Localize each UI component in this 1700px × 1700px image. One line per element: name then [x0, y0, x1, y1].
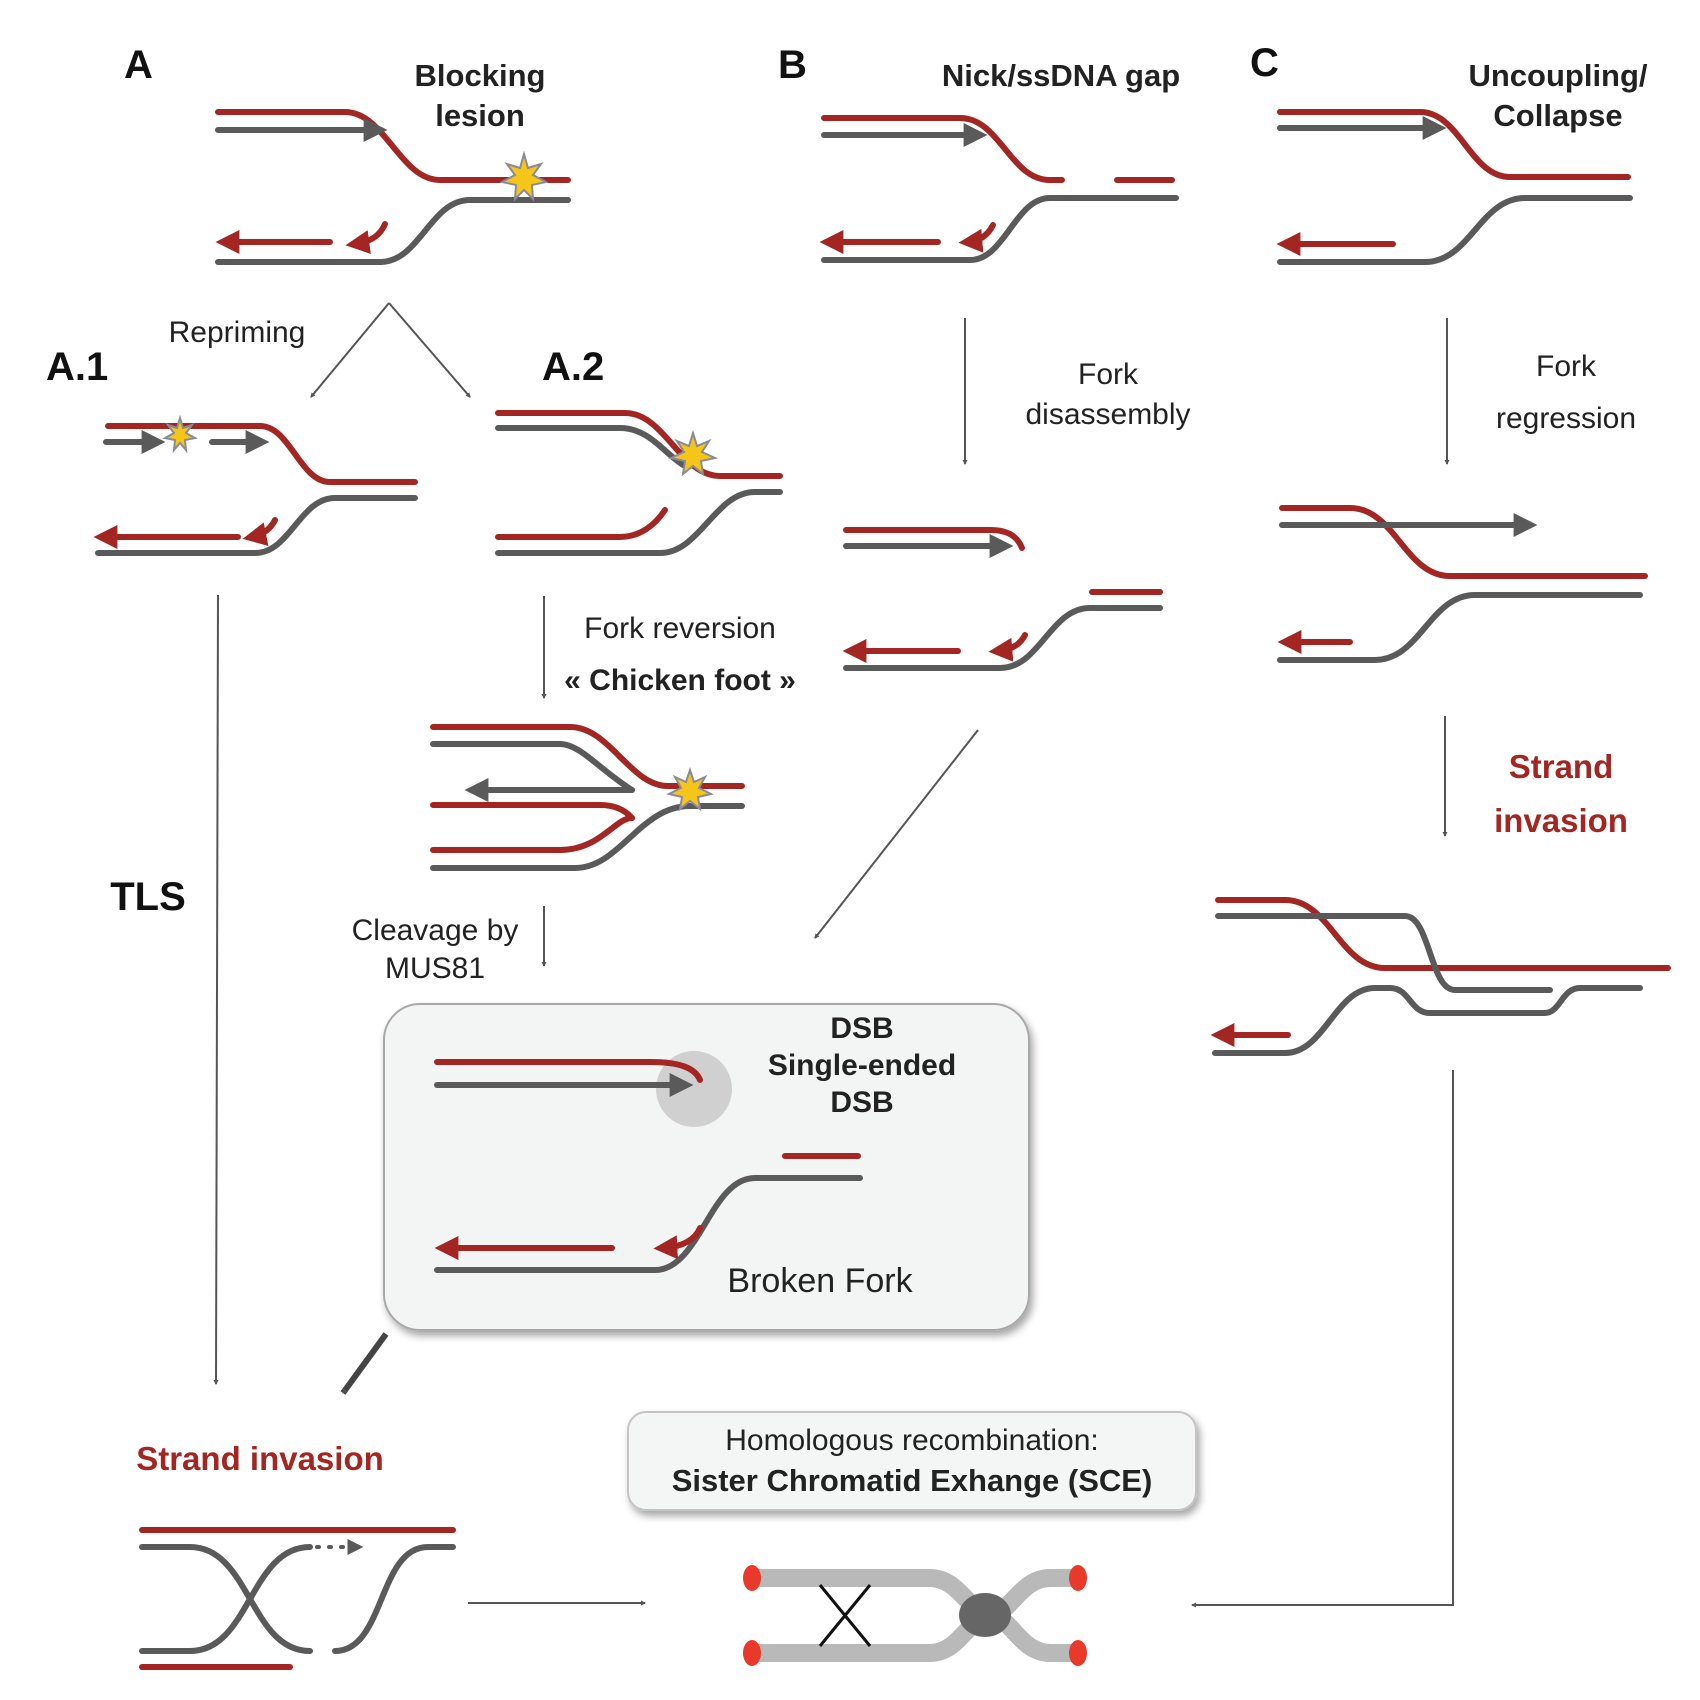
label-fork-regression-1: Fork	[1536, 350, 1597, 383]
dsb-single-ended	[434, 1051, 732, 1127]
dsb-label-1: DSB	[830, 1012, 893, 1045]
arrow-tls	[213, 594, 219, 1385]
dsb-label-3: DSB	[830, 1086, 893, 1119]
hr-label-2: Sister Chromatid Exhange (SCE)	[672, 1463, 1153, 1498]
label-tls: TLS	[110, 875, 186, 919]
fork-c-strand-invasion	[1210, 897, 1671, 1056]
lesion-star-icon	[666, 766, 714, 812]
sister-chromatid-exchange	[743, 1565, 1087, 1666]
panel-label-b: B	[778, 43, 807, 87]
label-cleavage-2: MUS81	[385, 952, 485, 985]
title-blocking-lesion-2: lesion	[435, 98, 525, 133]
panel-label-a: A	[124, 43, 153, 87]
lesion-star-icon	[499, 150, 549, 202]
fork-b-broken	[842, 527, 1163, 671]
hr-label-1: Homologous recombination:	[725, 1424, 1099, 1457]
title-uncoupling-1: Uncoupling/	[1468, 58, 1647, 93]
label-fork-reversion: Fork reversion	[584, 612, 776, 645]
label-repriming: Repriming	[169, 316, 306, 349]
telomere	[1069, 1640, 1087, 1666]
repriming-arrows	[310, 302, 471, 398]
fork-a2-stalled	[495, 410, 783, 556]
arrow-dsb-to-strand-invasion	[340, 1332, 389, 1395]
label-chicken-foot: « Chicken foot »	[564, 664, 796, 697]
label-cleavage-1: Cleavage by	[352, 914, 519, 947]
fork-b-nick	[819, 115, 1179, 263]
lesion-star-icon	[162, 414, 198, 454]
label-fork-regression-2: regression	[1496, 402, 1636, 435]
fork-a-blocking-lesion	[215, 109, 571, 265]
arrow-c-to-sce	[1191, 1070, 1454, 1608]
title-nick-gap: Nick/ssDNA gap	[942, 58, 1180, 93]
broken-fork	[434, 1153, 863, 1273]
hr-box	[627, 1411, 1197, 1511]
fork-a1-repriming	[93, 414, 418, 556]
panel-label-c: C	[1250, 41, 1279, 85]
label-broken-fork: Broken Fork	[727, 1262, 913, 1300]
panel-label-a2: A.2	[542, 345, 604, 389]
centromere	[959, 1593, 1011, 1637]
label-strand-invasion-c-2: invasion	[1494, 802, 1628, 839]
arrow-b-to-dsb	[814, 729, 979, 939]
label-fork-disassembly-2: disassembly	[1025, 398, 1190, 431]
label-strand-invasion-c-1: Strand	[1509, 748, 1614, 785]
fork-chicken-foot	[430, 724, 745, 871]
telomere	[1069, 1565, 1087, 1591]
label-strand-invasion: Strand invasion	[136, 1440, 384, 1477]
lesion-star-icon	[667, 429, 719, 477]
title-blocking-lesion-1: Blocking	[415, 58, 546, 93]
strand-invasion-crossover	[139, 1527, 456, 1670]
fork-c-uncoupled	[1276, 109, 1633, 265]
label-fork-disassembly-1: Fork	[1078, 358, 1139, 391]
telomere	[743, 1640, 761, 1666]
fork-c-regressed	[1277, 505, 1648, 663]
title-uncoupling-2: Collapse	[1493, 98, 1622, 133]
telomere	[743, 1565, 761, 1591]
dsb-label-2: Single-ended	[768, 1049, 956, 1082]
panel-label-a1: A.1	[46, 345, 108, 389]
dsb-highlight-circle	[656, 1051, 732, 1127]
